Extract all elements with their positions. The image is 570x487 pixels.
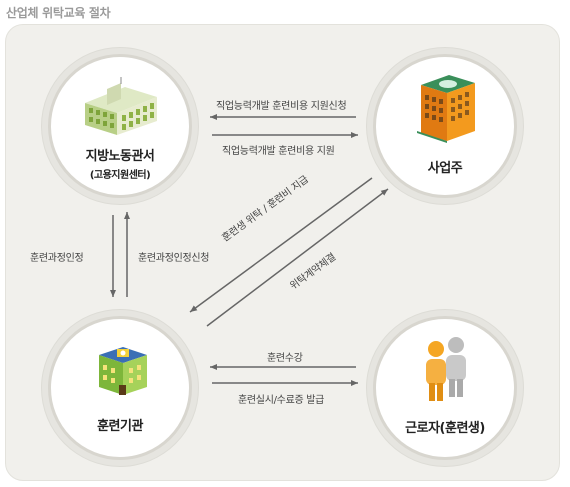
school-building-icon xyxy=(99,347,147,395)
node-employer: 사업주 xyxy=(373,54,517,198)
label-support: 직업능력개발 훈련비용 지원 xyxy=(222,146,335,157)
office-building-icon xyxy=(417,75,475,143)
node-training-org-label: 훈련기관 xyxy=(97,419,143,434)
node-employer-label: 사업주 xyxy=(427,161,463,176)
node-labor-office-label: 지방노동관서 xyxy=(85,149,155,164)
node-labor-office-sub: (고용지원센터) xyxy=(89,170,151,181)
arrow-contract xyxy=(206,188,389,327)
node-worker: 근로자(훈련생) xyxy=(373,316,517,460)
government-building-icon xyxy=(85,77,157,135)
page-title: 산업체 위탁교육 절차 xyxy=(6,6,111,20)
people-icon xyxy=(426,337,466,401)
label-course-approval-up: 훈련과정인정신청 xyxy=(138,253,210,264)
label-course-approval-down: 훈련과정인정 xyxy=(30,253,84,264)
node-training-org: 훈련기관 xyxy=(48,316,192,460)
label-attend: 훈련수강 xyxy=(267,353,303,364)
arrow-consign-pay xyxy=(189,177,373,313)
node-worker-label: 근로자(훈련생) xyxy=(405,421,485,436)
label-apply: 직업능력개발 훈련비용 지원신청 xyxy=(216,101,347,112)
node-labor-office: 지방노동관서 (고용지원센터) xyxy=(48,54,192,198)
label-certificate: 훈련실시/수료증 발급 xyxy=(238,395,325,406)
